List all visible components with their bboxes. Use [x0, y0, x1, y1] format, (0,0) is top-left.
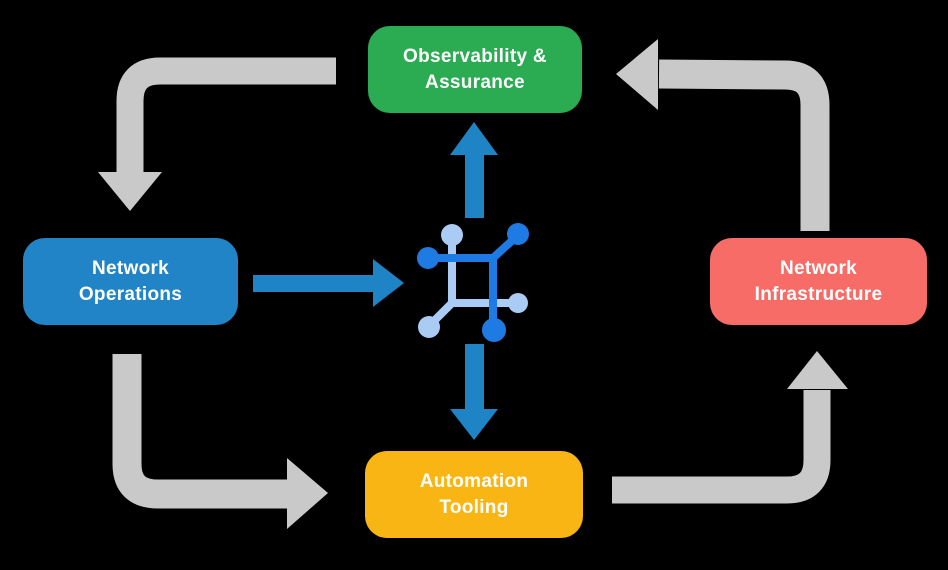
icon-node-top	[441, 224, 463, 246]
arrow-infrastructure-to-observability	[616, 39, 830, 231]
arrow-up-icon	[450, 122, 498, 218]
arrow-head-left-icon	[616, 39, 658, 110]
icon-node-top-right	[507, 223, 529, 245]
arrow-down-icon	[450, 344, 498, 440]
arrow-head-right-icon	[287, 458, 328, 529]
arrow-head-up-icon	[787, 351, 848, 389]
node-infrastructure-label: Network Infrastructure	[754, 257, 883, 305]
node-operations-label: Network Operations	[78, 257, 183, 305]
node-network-operations: Network Operations	[23, 238, 238, 325]
arrow-head-down-icon	[98, 172, 162, 211]
icon-node-bottom	[482, 318, 506, 342]
arrow-operations-to-automation	[112, 354, 328, 529]
arrow-operations-to-icon	[253, 259, 404, 307]
node-observability-assurance: Observability & Assurance	[368, 26, 582, 113]
node-automation-label: Automation Tooling	[419, 470, 529, 518]
node-network-infrastructure: Network Infrastructure	[710, 238, 927, 325]
node-observability-label: Observability & Assurance	[403, 45, 547, 93]
node-automation-tooling: Automation Tooling	[365, 451, 583, 538]
icon-node-right	[508, 293, 528, 313]
arrow-automation-to-infrastructure	[612, 351, 848, 504]
arrow-shaft	[112, 354, 289, 509]
icon-node-left	[417, 247, 439, 269]
arrow-shaft	[612, 390, 831, 504]
arrow-icon-to-automation	[450, 344, 498, 440]
arrow-icon-to-observability	[450, 122, 498, 218]
arrow-shaft	[116, 57, 336, 175]
icon-node-bottom-left	[418, 316, 440, 338]
arrow-shaft	[658, 59, 830, 231]
arrow-observability-to-operations	[98, 57, 336, 211]
network-icon-dark-part	[417, 223, 529, 342]
network-automation-icon	[417, 223, 529, 342]
arrow-right-icon	[253, 259, 404, 307]
